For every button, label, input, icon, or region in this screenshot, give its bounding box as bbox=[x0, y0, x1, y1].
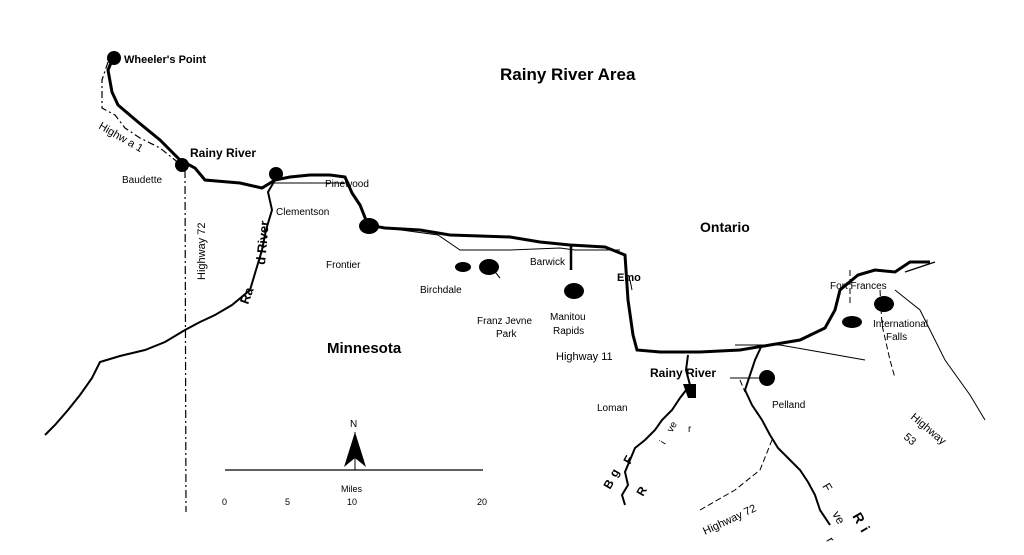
pelland-label: Pelland bbox=[772, 400, 805, 411]
manitou-label: Manitou bbox=[550, 312, 586, 323]
baudette-label: Baudette bbox=[122, 175, 162, 186]
big-fork-letter-3: F bbox=[620, 453, 636, 466]
wheelers-point-dot bbox=[107, 51, 121, 65]
scale-tick-20: 20 bbox=[477, 497, 487, 507]
loman-label: Loman bbox=[597, 403, 628, 414]
big-fork-letter-1: B bbox=[600, 477, 617, 492]
highway-11-road bbox=[101, 61, 186, 171]
big-fork-letter-2: g bbox=[606, 466, 622, 479]
wheelers-point-label: Wheeler's Point bbox=[124, 54, 206, 66]
pelland-dot bbox=[759, 370, 775, 386]
frontier-dot bbox=[359, 218, 379, 234]
rainy-river-town-label: Rainy River bbox=[190, 146, 256, 160]
rainy-river-line bbox=[106, 57, 930, 354]
highway-1-label: Highw a 1 bbox=[97, 120, 145, 155]
barwick-label: Barwick bbox=[530, 257, 566, 268]
emo-label: Emo bbox=[617, 272, 641, 284]
north-arrow-icon bbox=[344, 432, 366, 470]
rapid-river-label-1: d River bbox=[253, 220, 272, 265]
little-fork-letter-5: r bbox=[823, 535, 837, 545]
franz-jevne-label: Franz Jevne bbox=[477, 316, 532, 327]
clementson-label: Clementson bbox=[276, 207, 329, 218]
ontario-label: Ontario bbox=[700, 219, 750, 235]
east-road bbox=[735, 344, 866, 361]
north-label: N bbox=[350, 419, 357, 430]
intl-falls-river bbox=[904, 261, 936, 273]
highway-53-road bbox=[894, 289, 986, 421]
highway-72-west-road bbox=[184, 169, 187, 513]
little-fork-letter-4: ve bbox=[829, 509, 848, 527]
franz-jevne-park-label: Park bbox=[496, 329, 518, 340]
rapid-river-label-2: Ra bbox=[237, 285, 257, 306]
emo-road bbox=[629, 279, 633, 291]
rainy-river-label: Rainy River bbox=[650, 366, 716, 380]
manitou-rapids-dot bbox=[564, 283, 584, 299]
franz-jevne-dot bbox=[479, 259, 499, 275]
international-falls-dot bbox=[842, 316, 862, 328]
highway-72-south-road bbox=[699, 379, 773, 511]
map-title: Rainy River Area bbox=[500, 65, 636, 84]
highway-72-south-label: Highway 72 bbox=[701, 503, 758, 538]
highway-53-number-label: 53 bbox=[901, 431, 918, 448]
fort-frances-dot bbox=[874, 296, 894, 312]
fort-frances-road bbox=[849, 270, 896, 379]
highway-72-west-label: Highway 72 bbox=[196, 223, 208, 280]
highway-11-label: Highway 11 bbox=[556, 351, 613, 363]
big-fork-letter-4: R bbox=[633, 484, 650, 499]
scale-tick-0: 0 bbox=[222, 497, 227, 507]
fort-frances-label: Fort Frances bbox=[830, 281, 887, 292]
little-fork-letter-1: F bbox=[819, 481, 835, 494]
scale-tick-10: 10 bbox=[347, 497, 357, 507]
rapid-river-line bbox=[44, 179, 276, 436]
birchdale-label: Birchdale bbox=[420, 285, 462, 296]
pinewood-label: Pinewood bbox=[325, 179, 369, 190]
loman-marker bbox=[683, 384, 696, 398]
big-fork-letter-5: i bbox=[658, 439, 669, 446]
frontier-label: Frontier bbox=[326, 260, 361, 271]
highway-11-north-road bbox=[270, 182, 620, 251]
birchdale-dot bbox=[455, 262, 471, 272]
clementson-dot bbox=[269, 167, 283, 181]
little-fork-letter-2: R bbox=[849, 510, 868, 527]
falls-label: Falls bbox=[886, 332, 907, 343]
big-fork-letter-6: ve bbox=[665, 419, 680, 434]
little-fork-river-line bbox=[743, 344, 831, 526]
scale-tick-5: 5 bbox=[285, 497, 290, 507]
little-fork-letter-3: i bbox=[857, 524, 873, 535]
scale-unit-label: Miles bbox=[341, 484, 363, 494]
big-fork-letter-7: r bbox=[688, 424, 692, 435]
minnesota-label: Minnesota bbox=[327, 340, 402, 357]
manitou-rapids-label: Rapids bbox=[553, 326, 584, 337]
baudette-dot bbox=[175, 158, 189, 172]
international-falls-label: International bbox=[873, 319, 928, 330]
